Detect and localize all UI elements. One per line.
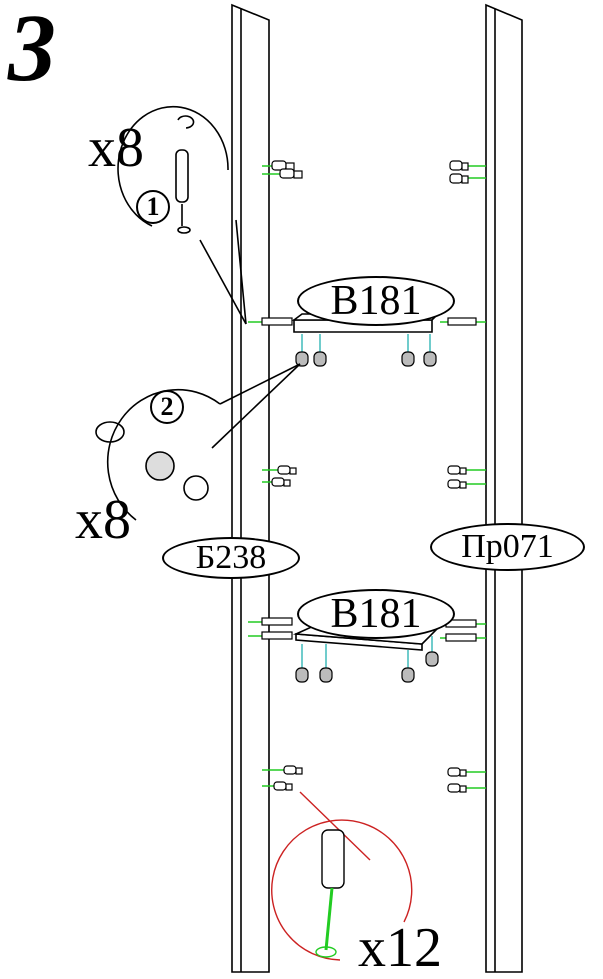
dowel-marks [248, 165, 486, 789]
label-bottom-shelf: B181 [297, 589, 455, 639]
sub-step-2-badge: 2 [150, 390, 184, 424]
label-top-shelf: B181 [297, 276, 455, 326]
callout-1 [117, 105, 247, 325]
callout-2 [95, 363, 301, 521]
quantity-callout-1: x8 [88, 117, 144, 179]
cam-lines [301, 334, 433, 668]
callout-3 [271, 791, 413, 961]
left-side-panel [231, 3, 270, 973]
step-number: 3 [8, 0, 56, 101]
quantity-callout-3: x12 [358, 917, 442, 979]
label-right-side: Пр071 [430, 523, 585, 571]
label-left-side: Б238 [162, 537, 300, 579]
cams [295, 351, 439, 683]
quantity-callout-2: x8 [75, 489, 131, 551]
sub-step-1-badge: 1 [136, 190, 170, 224]
dowels [271, 160, 469, 793]
right-side-panel [485, 3, 523, 973]
